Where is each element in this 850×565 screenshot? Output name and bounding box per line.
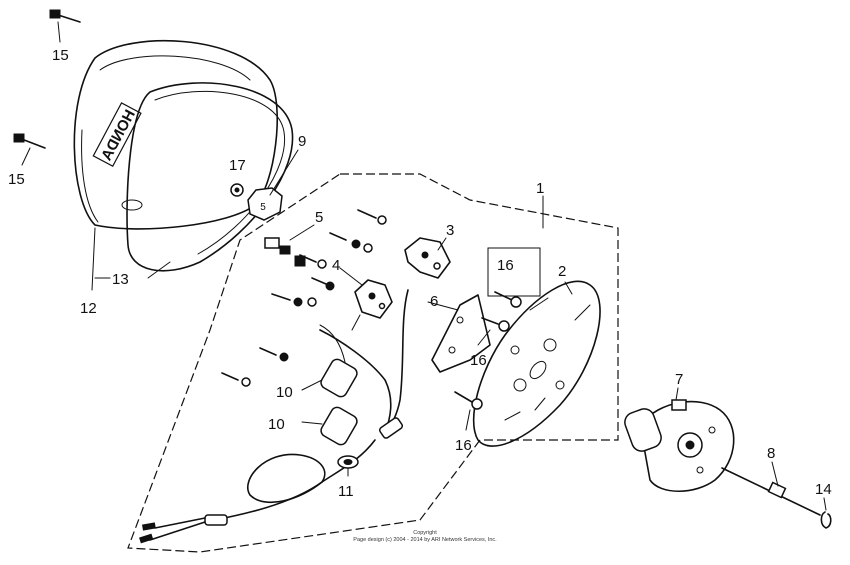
assembly-dashed-outline xyxy=(127,173,619,553)
bracket-plate-6 xyxy=(431,294,491,373)
screw-16-b xyxy=(481,317,510,332)
screw-16-a xyxy=(494,291,522,308)
callout-16-lower: 16 xyxy=(455,437,472,454)
copyright-line-1: Copyright xyxy=(413,530,437,536)
advancer-unit-7 xyxy=(624,399,735,492)
screw-16-c xyxy=(454,391,483,410)
contact-breaker-4 xyxy=(351,279,393,331)
callout-10-lower: 10 xyxy=(268,416,285,433)
callout-3: 3 xyxy=(446,222,454,239)
hardware-group xyxy=(221,209,387,387)
cover-screw-upper xyxy=(49,9,81,23)
callout-16-upper: 16 xyxy=(497,257,514,274)
callout-16-middle: 16 xyxy=(470,352,487,369)
callout-17: 17 xyxy=(229,157,246,174)
leader-lines xyxy=(21,21,827,511)
cover-cap: 5 xyxy=(247,187,283,221)
callout-15-upper: 15 xyxy=(52,47,69,64)
shaft-8 xyxy=(721,467,821,516)
callout-5: 5 xyxy=(315,209,323,226)
callout-4: 4 xyxy=(332,257,340,274)
copyright-line-2: Page design (c) 2004 - 2014 by ARI Netwo… xyxy=(353,537,497,543)
callout-12: 12 xyxy=(80,300,97,317)
cover-screw-lower xyxy=(13,133,46,149)
callout-7: 7 xyxy=(675,371,683,388)
condenser-upper xyxy=(319,324,358,398)
base-plate xyxy=(472,280,601,447)
condenser-lower xyxy=(320,406,358,446)
points-cover: HONDA xyxy=(73,39,279,230)
callout-10-upper: 10 xyxy=(276,384,293,401)
callout-6: 6 xyxy=(430,293,438,310)
contact-breaker-3 xyxy=(404,237,451,279)
washer-17 xyxy=(230,183,244,197)
callout-2: 2 xyxy=(558,263,566,280)
callout-15-lower: 15 xyxy=(8,171,25,188)
wiring-harness xyxy=(139,289,409,544)
callout-11: 11 xyxy=(338,483,354,500)
callout-8: 8 xyxy=(767,445,775,462)
callout-14: 14 xyxy=(815,481,832,498)
clip-14 xyxy=(820,511,832,529)
cover-gasket xyxy=(126,82,294,272)
callout-9: 9 xyxy=(298,133,306,150)
callout-13: 13 xyxy=(112,271,129,288)
part-16-frame xyxy=(487,247,541,297)
grommet-11 xyxy=(337,455,359,469)
callout-1: 1 xyxy=(536,180,544,197)
svg-text:5: 5 xyxy=(260,202,266,213)
